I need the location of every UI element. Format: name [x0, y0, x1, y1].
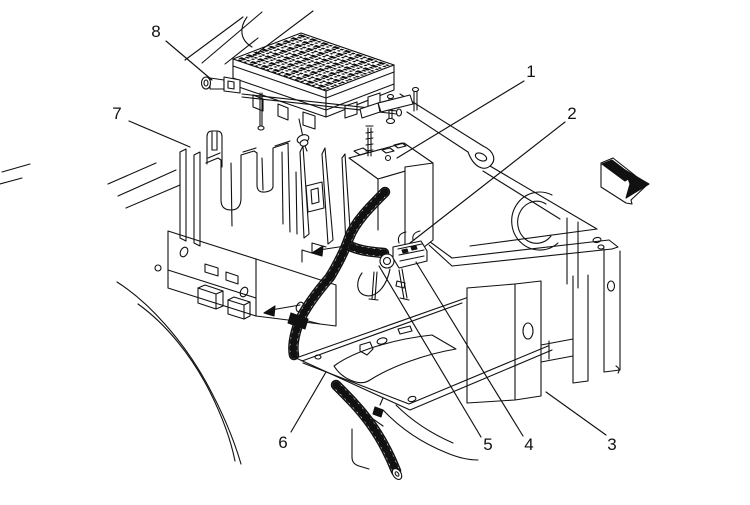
callout-6: 6 — [278, 433, 287, 452]
callout-4: 4 — [524, 435, 533, 454]
callout-8: 8 — [151, 22, 160, 41]
leader-line-8 — [165, 40, 213, 81]
leader-line-3 — [545, 391, 607, 436]
harness-connector — [379, 230, 428, 269]
callout-1: 1 — [526, 62, 535, 81]
callout-5: 5 — [483, 435, 492, 454]
cover-mounting-bolt — [200, 76, 241, 94]
callout-7: 7 — [112, 104, 121, 123]
wiring-harness-front — [330, 230, 479, 480]
leader-line-7 — [128, 120, 191, 148]
mounting-bracket-plate — [295, 297, 553, 411]
fuse-block-cover — [200, 32, 420, 152]
view-direction-arrow-icon — [600, 157, 650, 205]
callouts-layer: 8 7 1 2 3 4 5 6 — [112, 22, 616, 454]
attachment-arrows — [263, 242, 353, 317]
left-arrow-icon — [263, 305, 276, 317]
leader-line-2 — [409, 121, 566, 244]
callout-3: 3 — [607, 435, 616, 454]
fender-lines — [116, 281, 242, 465]
leader-line-6 — [290, 371, 327, 433]
junction-block-housing — [154, 130, 352, 327]
left-arrow-icon — [311, 245, 324, 257]
electrical-center-body — [348, 125, 434, 263]
callout-2: 2 — [567, 104, 576, 123]
leader-line-5 — [378, 265, 482, 438]
leader-line-4 — [415, 261, 524, 437]
wiring-harness-main — [287, 186, 391, 361]
leader-line-1 — [396, 80, 525, 159]
speed-lines — [0, 162, 181, 209]
